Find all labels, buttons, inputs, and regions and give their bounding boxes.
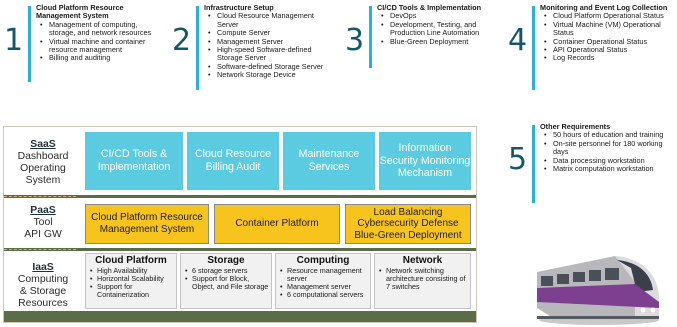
requirement-item: Management Server xyxy=(208,37,328,47)
requirement-item: Container Operational Status xyxy=(544,37,677,47)
saas-label: SaaS Dashboard Operating System xyxy=(7,139,79,187)
requirement-divider xyxy=(196,6,199,90)
iaas-box-item: Support for Containerization xyxy=(88,283,174,299)
requirement-item: Development, Testing, and Production Lin… xyxy=(381,20,505,38)
metro-train-illustration xyxy=(537,256,659,325)
iaas-label: IaaS Computing & Storage Resources xyxy=(7,262,79,310)
requirement-title: CI/CD Tools & Implementation xyxy=(377,3,482,12)
paas-box-resource-management: Cloud Platform Resource Management Syste… xyxy=(85,204,209,244)
requirement-4: 4 Monitoring and Event Log Collection Cl… xyxy=(508,3,677,90)
requirement-item: Virtual machine and container resource m… xyxy=(40,37,164,55)
paas-label-line: API GW xyxy=(24,229,62,240)
tier-separator xyxy=(4,196,76,197)
iaas-box-title: Network xyxy=(402,255,443,266)
requirement-number: 3 xyxy=(345,23,365,58)
requirement-item: DevOps xyxy=(381,11,505,21)
requirement-item: Cloud Platform Operational Status xyxy=(544,11,677,21)
requirement-number: 2 xyxy=(172,23,192,58)
requirement-title: Infrastructure Setup xyxy=(204,3,274,12)
requirement-2: 2 Infrastructure Setup Cloud Resource Ma… xyxy=(172,3,328,90)
paas-label: PaaS Tool API GW xyxy=(7,205,79,241)
saas-box-cicd: CI/CD Tools & Implementation xyxy=(85,132,183,190)
architecture-stack: SaaS Dashboard Operating System CI/CD To… xyxy=(3,126,477,323)
tier-separator xyxy=(4,249,76,250)
requirement-divider xyxy=(532,6,535,90)
saas-label-line: Operating xyxy=(20,163,66,174)
iaas-box-item: High Availability xyxy=(88,267,174,276)
requirement-number: 1 xyxy=(4,23,24,58)
iaas-abbr: IaaS xyxy=(32,262,54,273)
requirement-item: High-speed Software-defined Storage Serv… xyxy=(208,45,328,63)
requirement-item: Log Records xyxy=(544,54,677,64)
iaas-label-line: Resources xyxy=(18,298,68,309)
iaas-box-cloud-platform: Cloud Platform High Availability Horizon… xyxy=(85,253,177,309)
requirement-title: Cloud Platform Resource Management Syste… xyxy=(36,3,124,21)
requirement-item: Billing and auditing xyxy=(40,54,164,64)
saas-label-line: System xyxy=(25,175,61,186)
requirement-item: Data processing workstation xyxy=(544,156,677,166)
requirement-5: 5 Other Requirements 50 hours of educati… xyxy=(508,122,677,203)
iaas-box-item: Horizontal Scalability xyxy=(88,275,174,284)
iaas-box-item: Network switching architecture consistin… xyxy=(377,267,468,291)
iaas-label-line: & Storage xyxy=(19,286,67,297)
requirement-item: Cloud Resource Management Server xyxy=(208,12,328,29)
requirement-divider xyxy=(369,6,372,68)
paas-box-load-balancing: Load Balancing Cybersecurity Defense Blu… xyxy=(345,204,471,244)
saas-label-line: Dashboard xyxy=(17,151,69,162)
paas-label-line: Tool xyxy=(33,217,53,228)
requirement-item: Matrix computation workstation xyxy=(544,164,677,174)
requirement-item: Network Storage Device xyxy=(208,70,328,80)
iaas-box-item: Support for Block, Object, and File stor… xyxy=(183,275,269,291)
requirement-item: 50 hours of education and training xyxy=(544,130,677,140)
saas-box-billing: Cloud Resource Billing Audit xyxy=(187,132,279,190)
iaas-box-item: Management server xyxy=(278,283,368,292)
requirement-title: Monitoring and Event Log Collection xyxy=(540,3,668,12)
iaas-box-item: 6 storage servers xyxy=(183,267,269,276)
requirement-number: 5 xyxy=(508,142,528,177)
iaas-box-storage: Storage 6 storage servers Support for Bl… xyxy=(180,253,272,309)
iaas-box-network: Network Network switching architecture c… xyxy=(374,253,471,309)
iaas-box-title: Computing xyxy=(296,255,350,266)
iaas-box-title: Cloud Platform xyxy=(95,255,167,266)
paas-abbr: PaaS xyxy=(30,205,56,216)
requirement-item: Virtual Machine (VM) Operational Status xyxy=(544,20,677,38)
requirement-number: 4 xyxy=(508,23,528,58)
requirement-item: Software-defined Storage Server xyxy=(208,62,328,72)
requirement-item: Compute Server xyxy=(208,28,328,38)
paas-box-container-platform: Container Platform xyxy=(214,204,340,244)
requirement-item: On-site personnel for 180 working days xyxy=(544,139,677,157)
saas-abbr: SaaS xyxy=(30,139,56,150)
requirement-1: 1 Cloud Platform Resource Management Sys… xyxy=(4,3,164,82)
iaas-box-computing: Computing Resource management server Man… xyxy=(275,253,371,309)
requirement-item: Blue-Green Deployment xyxy=(381,37,505,47)
saas-box-maintenance: Maintenance Services xyxy=(283,132,375,190)
requirement-item: API Operational Status xyxy=(544,45,677,55)
iaas-label-line: Computing xyxy=(17,274,69,285)
iaas-box-title: Storage xyxy=(207,255,245,266)
requirement-3: 3 CI/CD Tools & Implementation DevOps De… xyxy=(345,3,505,68)
requirement-title: Other Requirements xyxy=(540,122,611,131)
requirement-divider xyxy=(532,125,535,203)
iaas-box-item: 6 computational servers xyxy=(278,291,368,300)
requirement-item: Management of computing, storage, and ne… xyxy=(40,20,164,38)
iaas-box-item: Resource management server xyxy=(278,267,368,283)
saas-box-security: Information Security Monitoring Mechanis… xyxy=(379,132,471,190)
requirement-divider xyxy=(28,6,31,82)
